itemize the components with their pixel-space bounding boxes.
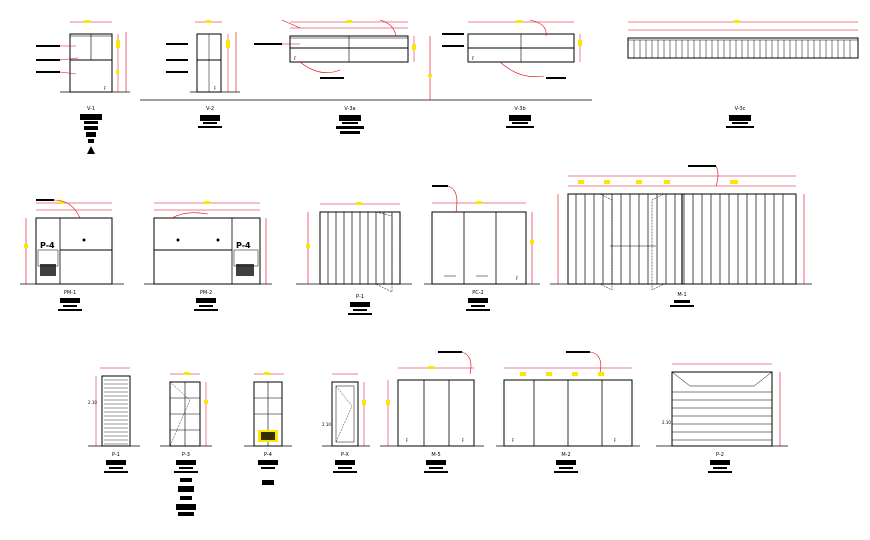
title-block-p3: P-3 (174, 452, 198, 516)
elevation-m1 (550, 165, 812, 291)
title-block-v3a: V-3a (336, 106, 364, 134)
label-v1: V-1 (87, 106, 95, 112)
svg-text:F: F (512, 438, 515, 443)
elevation-m2: F F (496, 351, 640, 447)
elevation-pm1: P-4 (20, 199, 124, 285)
svg-text:F: F (214, 86, 217, 91)
elevation-p1-slatted (296, 202, 412, 293)
label-p4: P-4 (264, 452, 272, 458)
title-block-m5: M-5 (424, 452, 448, 473)
title-block-pm1: PM-1 (58, 290, 82, 311)
title-block-v2: V-2 (198, 106, 222, 128)
label-p1-row3: P-1 (112, 452, 120, 458)
label-v3b: V-3b (514, 106, 525, 112)
elevation-v3b: F (442, 19, 582, 79)
label-p2: P-2 (716, 452, 724, 458)
elevation-p4 (244, 372, 292, 447)
label-v3a: V-3a (344, 106, 355, 112)
svg-text:F: F (472, 56, 475, 61)
tag-p4-pm1: P-4 (40, 241, 55, 250)
title-block-px: P-X (333, 452, 357, 473)
title-block-v3b: V-3b (506, 106, 534, 128)
label-m5: M-5 (431, 452, 440, 458)
label-p3: P-3 (182, 452, 190, 458)
label-pc2: PC-2 (472, 290, 484, 296)
svg-text:F: F (614, 438, 617, 443)
svg-text:F: F (104, 86, 107, 91)
elevation-v2: F (166, 20, 240, 93)
title-block-p1-row2: P-1 (348, 294, 372, 315)
title-block-m2: M-2 (554, 452, 578, 473)
elevation-pm2: P-4 (144, 201, 272, 285)
dim-p1: 2.10 (88, 400, 97, 405)
elevation-px: 2.10 (322, 373, 370, 447)
elevation-p1-hatched: 2.10 (88, 367, 140, 447)
label-px: P-X (341, 452, 349, 458)
elevation-v1: F (36, 20, 130, 93)
svg-text:F: F (462, 438, 465, 443)
label-m1: M-1 (677, 292, 686, 298)
title-block-pm2: PM-2 (194, 290, 218, 311)
title-block-v1: V-1 (80, 106, 102, 154)
tag-p4-pm2: P-4 (236, 241, 251, 250)
label-pm1: PM-1 (64, 290, 76, 296)
svg-text:F: F (294, 56, 297, 61)
title-block-p2: P-2 (708, 452, 732, 473)
svg-text:F: F (516, 276, 519, 281)
title-block-v3c: V-3c (726, 106, 754, 128)
elevation-p3 (160, 372, 212, 447)
title-block-p4: P-4 (258, 452, 278, 485)
dim-px: 2.10 (322, 422, 331, 427)
dim-p2: 2.10 (662, 420, 671, 425)
label-v3c: V-3c (735, 106, 746, 112)
label-v2: V-2 (206, 106, 214, 112)
elevation-pc2: F (424, 185, 540, 285)
title-block-m1: M-1 (670, 292, 694, 307)
label-p1-row2: P-1 (356, 294, 364, 300)
label-m2: M-2 (561, 452, 570, 458)
svg-text:F: F (406, 438, 409, 443)
elevation-v3c (627, 20, 859, 59)
elevation-p2: 2.10 (656, 363, 788, 447)
label-pm2: PM-2 (200, 290, 212, 296)
title-block-p1-row3: P-1 (104, 452, 128, 473)
elevation-m5: F F (380, 351, 484, 447)
title-block-pc2: PC-2 (466, 290, 490, 311)
elevation-v3a: F (254, 19, 432, 100)
